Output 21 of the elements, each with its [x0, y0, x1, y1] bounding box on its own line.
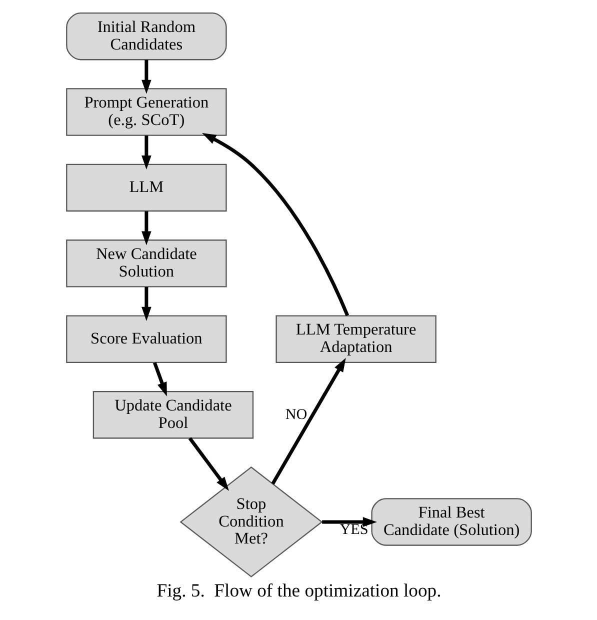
arrow	[141, 211, 151, 246]
node-box: Score Evaluation	[66, 315, 226, 363]
arrow	[152, 362, 166, 396]
edge-label: NO	[284, 406, 307, 423]
node-box: Prompt Generation (e.g. SCoT)	[66, 88, 226, 136]
arrow	[141, 60, 151, 94]
arrow	[270, 358, 346, 485]
node-box: LLM Temperature Adaptation	[275, 315, 436, 363]
node-box: Final Best Candidate (Solution)	[370, 498, 532, 546]
node-box: New Candidate Solution	[66, 240, 226, 288]
arrow	[141, 136, 151, 170]
node-box: Initial Random Candidates	[66, 12, 226, 60]
caption: Fig. 5. Flow of the optimization loop.	[156, 580, 441, 602]
arrow	[322, 517, 376, 527]
arrow	[141, 286, 151, 321]
arrow	[202, 133, 349, 316]
node-diamond: Stop Condition Met?	[179, 466, 322, 578]
node-box: Update Candidate Pool	[92, 390, 254, 439]
edge-label: YES	[339, 522, 368, 538]
arrow	[188, 437, 228, 491]
node-box: LLM	[66, 164, 226, 212]
